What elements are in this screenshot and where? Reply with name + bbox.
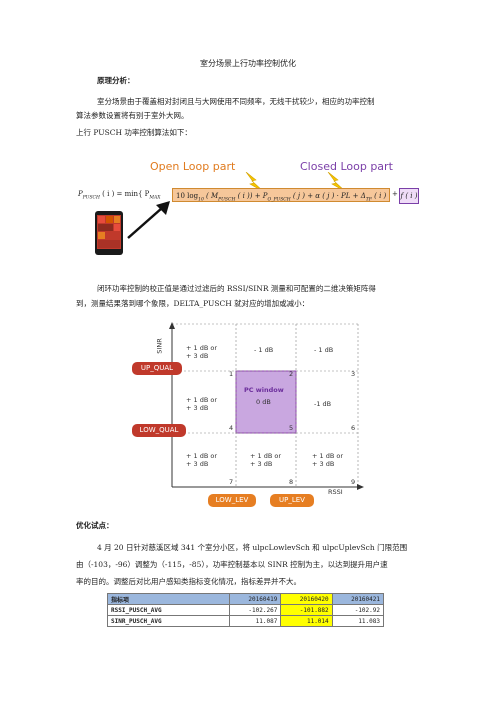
matrix-grid bbox=[169, 322, 364, 490]
cell-7-text: + 1 dB or + 3 dB bbox=[186, 452, 218, 468]
cell-number: 1 bbox=[229, 370, 234, 378]
open-loop-expression: 10 log10 ( MPUSCH ( i )) + PO_PUSCH ( j … bbox=[172, 188, 390, 202]
paragraph-line: 由（-103，-96）调整为（-115，-85），功率控制基本以 SINR 控制… bbox=[76, 560, 388, 569]
formula-plus: + bbox=[392, 190, 398, 198]
paragraph-line: 室分场景由于覆盖相对封闭且与大网使用不同频率，无线干扰较少，相应的功率控制 bbox=[97, 97, 375, 106]
cell-number: 4 bbox=[229, 424, 234, 432]
table-header-cell: 20160420 bbox=[280, 593, 333, 605]
table-cell: SINR_PUSCH_AVG bbox=[107, 615, 230, 627]
paragraph-line: 到，测量结果落到哪个象限，DELTA_PUSCH 就对应的增加或减小： bbox=[76, 299, 310, 308]
paragraph-line: 4 月 20 日针对慈溪区域 341 个室分小区，将 ulpcLowlevSch… bbox=[97, 543, 408, 552]
x-axis-label: RSSI bbox=[328, 488, 343, 496]
cell-number: 2 bbox=[289, 370, 294, 378]
paragraph-line: 算法参数设置将有别于室外大网。 bbox=[76, 111, 189, 120]
up-qual-label: UP_QUAL bbox=[132, 362, 182, 375]
arrow-icon bbox=[127, 201, 170, 239]
table-cell: RSSI_PUSCH_AVG bbox=[107, 604, 230, 616]
pc-decision-matrix: SINR RSSI + 1 dB or + 3 dB - 1 dB - 1 dB… bbox=[132, 322, 364, 510]
cell-number: 5 bbox=[289, 424, 294, 432]
paragraph-line: 闭环功率控制的校正值是通过过滤后的 RSSI/SINR 测量和可配置的二维决策矩… bbox=[97, 284, 376, 293]
table-cell: 11.083 bbox=[331, 615, 385, 627]
table-header-cell: 指标项 bbox=[107, 593, 230, 605]
closed-loop-expression: f ( i ) bbox=[399, 188, 419, 204]
cell-number: 8 bbox=[289, 478, 294, 486]
cell-number: 9 bbox=[351, 478, 356, 486]
closed-loop-label: Closed Loop part bbox=[300, 160, 393, 173]
table-header-cell: 20160419 bbox=[228, 593, 282, 605]
cell-number: 3 bbox=[351, 370, 356, 378]
cell-2-text: - 1 dB bbox=[254, 346, 274, 354]
table-cell: 11.087 bbox=[228, 615, 282, 627]
table-header-row: 指标项 20160419 20160420 20160421 bbox=[107, 593, 385, 605]
formula-lhs: PPUSCH ( i ) = min{ PMAX bbox=[78, 190, 161, 201]
section-heading-principle: 原理分析： bbox=[97, 76, 135, 85]
pc-window-label: PC window bbox=[244, 386, 284, 394]
phone-image bbox=[95, 211, 123, 255]
table-cell: -102.92 bbox=[331, 604, 385, 616]
power-control-formula-figure: Open Loop part Closed Loop part PPUSCH (… bbox=[76, 148, 421, 268]
table-cell: -101.882 bbox=[280, 604, 333, 616]
table-cell: 11.014 bbox=[280, 615, 333, 627]
open-loop-label: Open Loop part bbox=[150, 160, 236, 173]
cell-number: 6 bbox=[351, 424, 356, 432]
table-header-cell: 20160421 bbox=[331, 593, 385, 605]
cell-number: 7 bbox=[229, 478, 234, 486]
section-heading-pilot: 优化试点： bbox=[76, 521, 114, 530]
y-axis-label: SINR bbox=[155, 338, 164, 354]
low-qual-label: LOW_QUAL bbox=[132, 424, 186, 437]
cell-6-text: -1 dB bbox=[314, 400, 332, 408]
up-lev-label: UP_LEV bbox=[270, 494, 314, 507]
cell-4-text: + 1 dB or + 3 dB bbox=[186, 396, 218, 412]
low-lev-label: LOW_LEV bbox=[208, 494, 256, 507]
table-row: RSSI_PUSCH_AVG -102.267 -101.882 -102.92 bbox=[107, 604, 385, 616]
cell-5-text: 0 dB bbox=[256, 398, 271, 406]
document-title: 室分场景上行功率控制优化 bbox=[200, 59, 296, 68]
table-cell: -102.267 bbox=[228, 604, 282, 616]
paragraph-line: 率的目的。调整后对比用户感知类指标变化情况，指标差异并不大。 bbox=[76, 577, 301, 586]
table-row: SINR_PUSCH_AVG 11.087 11.014 11.083 bbox=[107, 615, 385, 627]
metrics-table: 指标项 20160419 20160420 20160421 RSSI_PUSC… bbox=[107, 593, 385, 627]
pusch-intro: 上行 PUSCH 功率控制算法如下： bbox=[76, 128, 192, 137]
cell-8-text: + 1 dB or + 3 dB bbox=[250, 452, 282, 468]
cell-9-text: + 1 dB or + 3 dB bbox=[312, 452, 344, 468]
cell-1-text: + 1 dB or + 3 dB bbox=[186, 344, 218, 360]
cell-3-text: - 1 dB bbox=[314, 346, 334, 354]
